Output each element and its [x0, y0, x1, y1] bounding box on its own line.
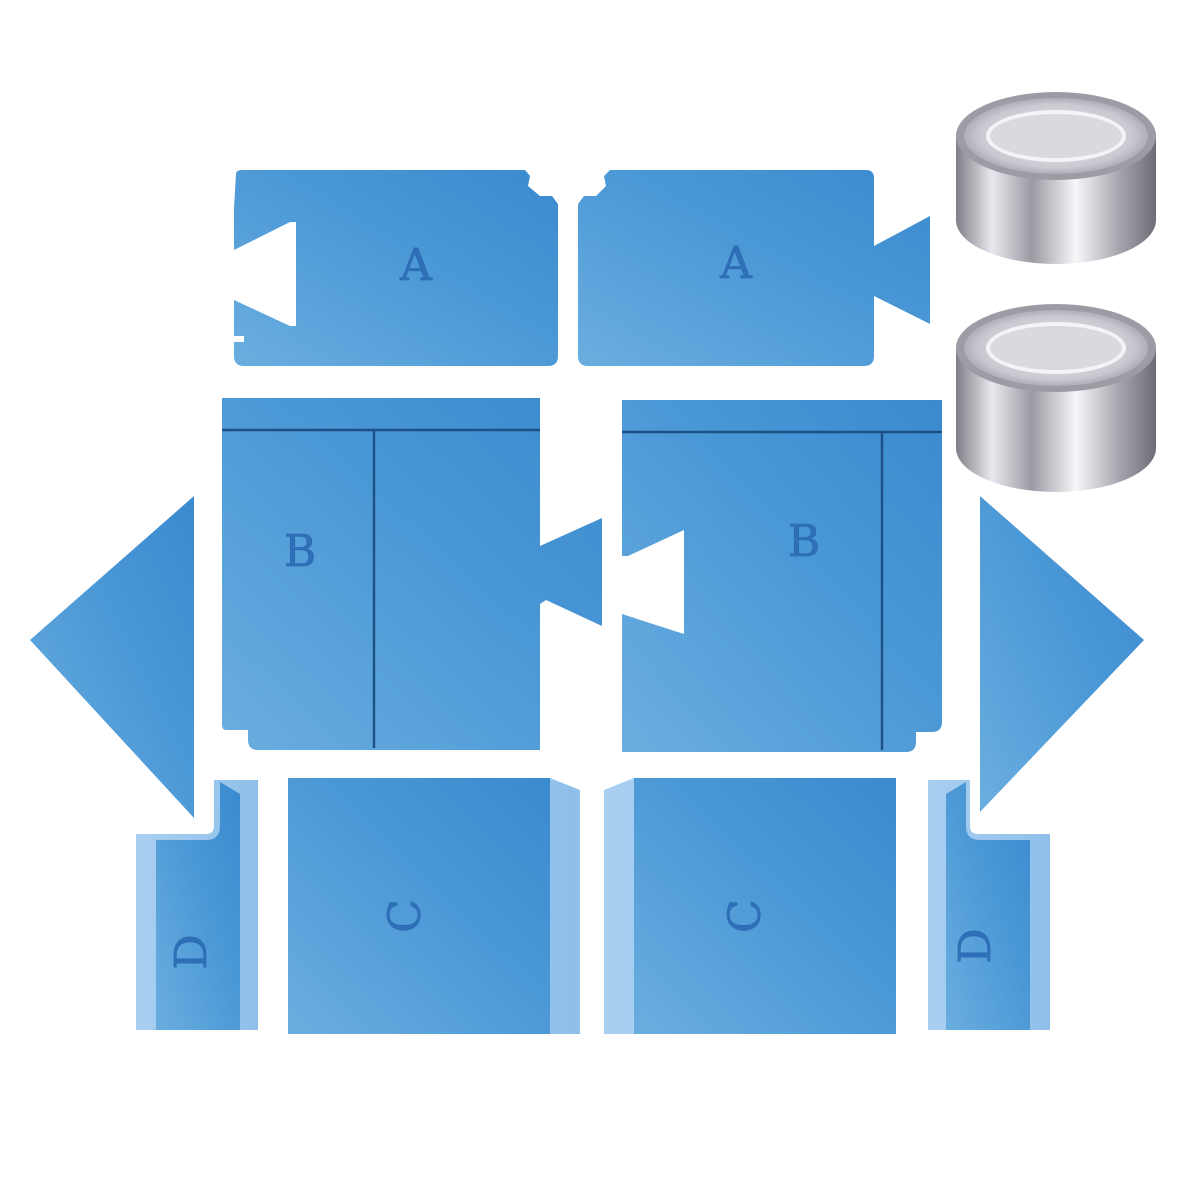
panel-c-left: C — [288, 778, 580, 1034]
piece-letter-d: D — [950, 928, 1001, 963]
piece-letter-b: B — [284, 526, 316, 577]
tape-roll-top — [956, 92, 1156, 264]
panel-a-right: A — [578, 170, 930, 366]
panel-b-left: B — [222, 398, 602, 750]
panel-d-left: D — [136, 780, 258, 1030]
piece-letter-c: C — [380, 899, 431, 933]
panel-c-right: C — [604, 778, 896, 1034]
triangle-left — [30, 496, 194, 818]
panel-d-right: D — [928, 780, 1050, 1030]
panel-b-right: B — [622, 400, 942, 752]
piece-letter-a: A — [719, 238, 753, 289]
piece-letter-a: A — [399, 240, 433, 291]
tape-roll-bottom — [956, 304, 1156, 492]
piece-letter-b: B — [788, 516, 820, 567]
piece-letter-c: C — [720, 899, 771, 933]
panel-a-left: A — [234, 170, 558, 366]
piece-letter-d: D — [166, 934, 217, 969]
triangle-right — [980, 496, 1144, 812]
